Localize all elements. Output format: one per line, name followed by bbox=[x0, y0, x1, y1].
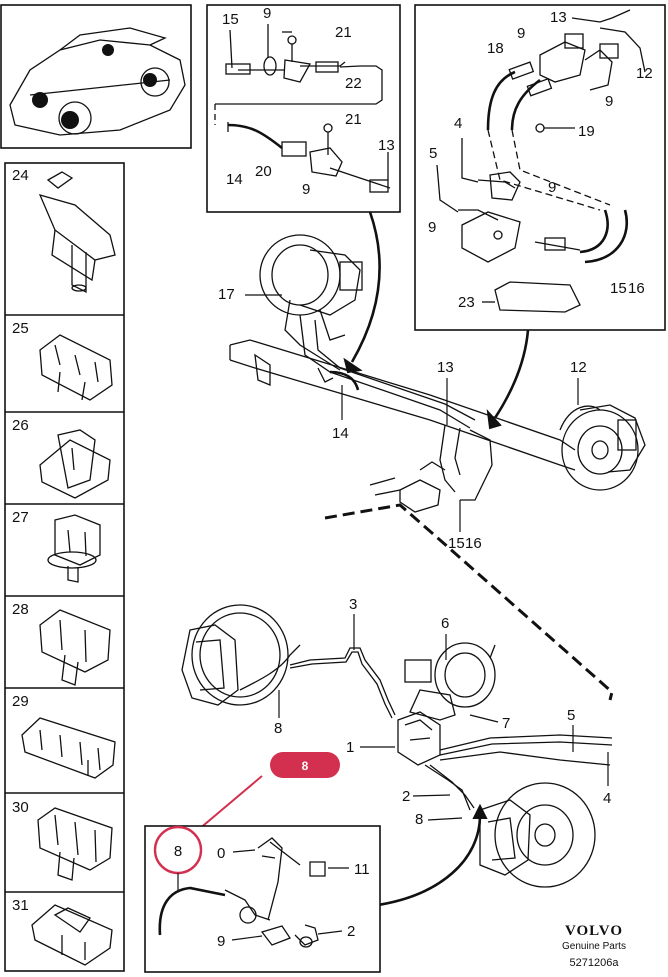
label-15r: 15 bbox=[610, 280, 627, 297]
label-3: 3 bbox=[349, 596, 357, 613]
connection-arrows bbox=[343, 211, 530, 907]
clip-label-25: 25 bbox=[12, 320, 29, 337]
label-9f: 9 bbox=[217, 933, 225, 950]
label-5: 5 bbox=[567, 707, 575, 724]
label-14a: 14 bbox=[332, 425, 349, 442]
label-4r: 4 bbox=[454, 115, 462, 132]
brand-name: VOLVO bbox=[565, 923, 623, 939]
clip-label-27: 27 bbox=[12, 509, 29, 526]
label-1: 1 bbox=[346, 739, 354, 756]
label-15: 15 bbox=[222, 11, 239, 28]
label-7: 7 bbox=[502, 715, 510, 732]
label-9: 9 bbox=[263, 5, 271, 22]
clip-label-26: 26 bbox=[12, 417, 29, 434]
label-9r4: 9 bbox=[428, 219, 436, 236]
label-11: 11 bbox=[354, 861, 370, 878]
clip-29-drawing bbox=[21, 717, 116, 779]
brand-block: VOLVO Genuine Parts 5271206a bbox=[562, 923, 626, 969]
clip-label-30: 30 bbox=[12, 799, 29, 816]
label-9r: 9 bbox=[517, 25, 525, 42]
label-9r3: 9 bbox=[548, 179, 556, 196]
label-12r: 12 bbox=[636, 65, 653, 82]
box-rear-right: 13 9 18 12 9 19 4 5 9 9 15 16 23 bbox=[414, 4, 666, 331]
label-16a: 16 bbox=[465, 535, 482, 552]
badge-pill[interactable] bbox=[270, 752, 340, 778]
label-8b: 8 bbox=[415, 811, 423, 828]
clip-label-31: 31 bbox=[12, 897, 29, 914]
clip-24-drawing bbox=[38, 171, 116, 294]
label-6: 6 bbox=[441, 615, 449, 632]
label-17: 17 bbox=[218, 286, 235, 303]
highlight-leader bbox=[197, 775, 263, 831]
brand-tagline: Genuine Parts bbox=[562, 941, 626, 952]
label-4: 4 bbox=[603, 790, 611, 807]
label-8a: 8 bbox=[274, 720, 282, 737]
clip-30-drawing bbox=[37, 807, 113, 881]
label-14: 14 bbox=[226, 171, 243, 188]
clip-label-28: 28 bbox=[12, 601, 29, 618]
label-12a: 12 bbox=[570, 359, 587, 376]
clip-label-24: 24 bbox=[12, 167, 29, 184]
label-13a: 13 bbox=[437, 359, 454, 376]
label-16r: 16 bbox=[628, 280, 645, 297]
label-21b: 21 bbox=[345, 111, 362, 128]
clip-28-drawing bbox=[39, 609, 111, 686]
label-13: 13 bbox=[378, 137, 395, 154]
box-rear-left: 15 9 21 22 21 20 9 13 14 bbox=[206, 4, 401, 213]
label-21: 21 bbox=[335, 24, 352, 41]
front-brakes: 3 6 8 7 1 5 2 8 4 bbox=[181, 596, 613, 888]
label-2f: 2 bbox=[347, 923, 355, 940]
label-19: 19 bbox=[578, 123, 595, 140]
label-18: 18 bbox=[487, 40, 504, 57]
car-thumbnail bbox=[0, 4, 192, 149]
label-5r: 5 bbox=[429, 145, 437, 162]
label-13r: 13 bbox=[550, 9, 567, 26]
dashed-separator bbox=[324, 503, 614, 701]
label-2a: 2 bbox=[402, 788, 410, 805]
circled-label-8: 8 bbox=[174, 843, 182, 860]
label-22: 22 bbox=[345, 75, 362, 92]
label-9r2: 9 bbox=[605, 93, 613, 110]
clip-27-drawing bbox=[47, 514, 101, 583]
diagram-code: 5271206a bbox=[570, 957, 620, 969]
label-23: 23 bbox=[458, 294, 475, 311]
box-front-detail: 8 0 11 9 2 bbox=[144, 825, 381, 973]
label-15a: 15 bbox=[448, 535, 465, 552]
clip-label-29: 29 bbox=[12, 693, 29, 710]
clip-31-drawing bbox=[31, 904, 113, 966]
label-9b: 9 bbox=[302, 181, 310, 198]
label-0: 0 bbox=[217, 845, 225, 862]
clip-25-drawing bbox=[39, 334, 113, 401]
clip-26-drawing bbox=[39, 429, 111, 499]
clip-panel: 24 25 26 27 28 29 30 31 bbox=[4, 162, 125, 972]
rear-axle: 17 14 13 12 15 16 bbox=[218, 234, 646, 552]
highlight-badge[interactable]: 8 bbox=[270, 752, 340, 778]
badge-label[interactable]: 8 bbox=[302, 759, 309, 773]
label-20: 20 bbox=[255, 163, 272, 180]
